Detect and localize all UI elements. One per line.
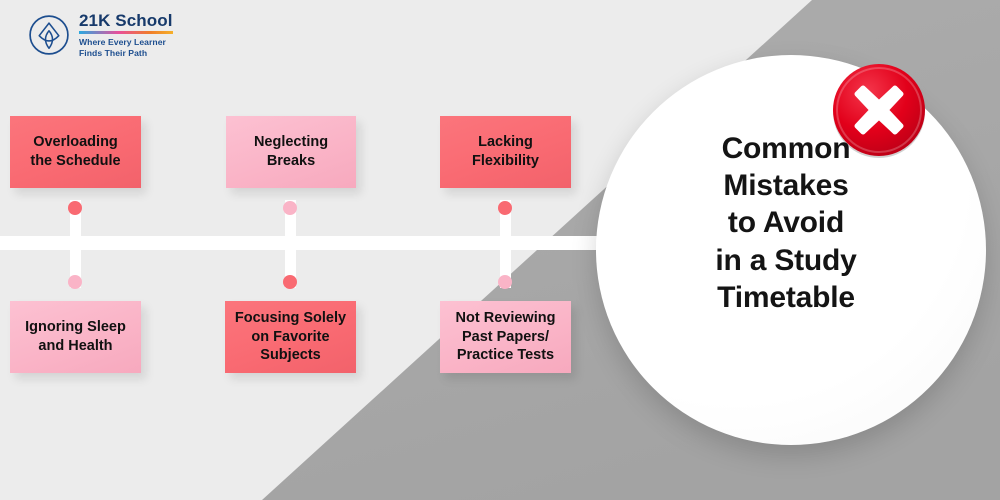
brand-tagline-line1: Where Every Learner	[79, 36, 166, 47]
connector-1-lower-stem	[70, 244, 81, 288]
connector-2-upper-stem	[285, 200, 296, 244]
page-title-line-2: Mistakes	[723, 169, 849, 203]
page-title-line-3: to Avoid	[727, 206, 845, 240]
connector-3-lower-stem	[500, 244, 511, 288]
brand-name: 21K School	[79, 11, 173, 30]
brand-tagline: Where Every Learner Finds Their Path	[79, 37, 173, 59]
connector-1-bottom-dot	[68, 275, 82, 289]
page-title-line-4: in a Study	[715, 243, 857, 277]
brand-gradient-rule	[79, 31, 173, 34]
connector-3-top-dot	[498, 201, 512, 215]
connector-2-top-dot	[283, 201, 297, 215]
page-title-line-1: Common	[721, 132, 851, 165]
page-title: Common Mistakes to Avoid in a Study Time…	[636, 130, 936, 316]
brand-logo: 21K School Where Every Learner Finds The…	[28, 12, 173, 59]
connector-1-upper-stem	[70, 200, 81, 244]
lotus-circle-icon	[29, 15, 69, 55]
page-title-line-5: Timetable	[717, 280, 855, 314]
brand-tagline-line2: Finds Their Path	[79, 47, 148, 58]
timeline-horizontal-line	[0, 236, 632, 250]
connector-2-bottom-dot	[283, 275, 297, 289]
connector-2-lower-stem	[285, 244, 296, 288]
connector-3-upper-stem	[500, 200, 511, 244]
connector-3-bottom-dot	[498, 275, 512, 289]
connector-1-top-dot	[68, 201, 82, 215]
x-mark-icon	[833, 64, 925, 158]
